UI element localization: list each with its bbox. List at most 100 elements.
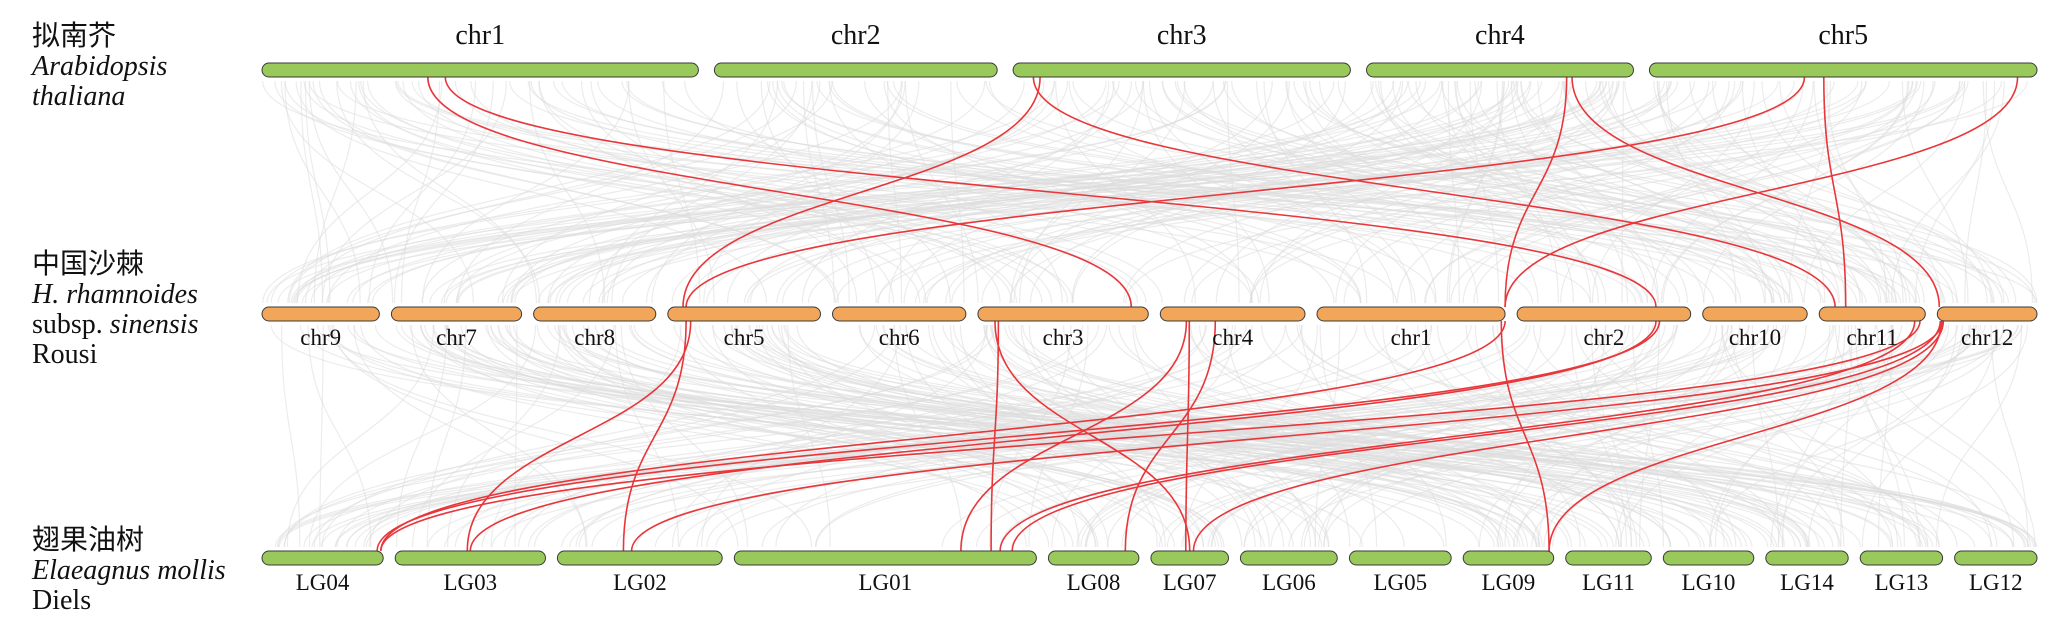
highlight-link (1571, 76, 1941, 308)
background-link (426, 324, 467, 548)
species-label-line: 中国沙棘 (32, 250, 198, 280)
chromosome-middle-chr3 (977, 306, 1149, 322)
background-link (313, 80, 357, 304)
background-link (1914, 80, 1996, 304)
background-link (529, 80, 606, 304)
background-link (597, 80, 1642, 304)
background-link (679, 324, 1066, 548)
background-link (1531, 324, 2005, 548)
highlight-link (466, 320, 692, 552)
background-link (1174, 80, 1946, 304)
highlight-link (380, 320, 1921, 552)
species-label-line: H. rhamnoides (32, 280, 198, 310)
background-link (748, 324, 2029, 548)
species-label-text: 翅果油树 (32, 525, 145, 556)
background-link (432, 324, 1775, 548)
background-link (360, 324, 1074, 548)
background-link (1770, 324, 1894, 548)
background-link (457, 80, 725, 304)
background-link (511, 80, 2028, 304)
background-link (1779, 80, 1992, 304)
background-link (1788, 80, 1831, 304)
highlight-link (1823, 76, 1847, 308)
background-link (601, 80, 1966, 304)
background-link (886, 80, 1858, 304)
background-link (1191, 80, 1914, 304)
background-link (470, 80, 1163, 304)
highlight-link (682, 76, 1041, 308)
chromosome-label-middle: chr6 (879, 325, 920, 350)
background-link (502, 80, 1665, 304)
background-link (422, 80, 630, 304)
background-link (1187, 324, 1841, 548)
background-link (283, 324, 996, 548)
background-link (514, 324, 518, 548)
background-link (284, 80, 361, 304)
chromosome-middle-chr9 (261, 306, 380, 322)
background-link (292, 80, 1672, 304)
highlight-link (1011, 320, 1942, 552)
background-link (454, 80, 1253, 304)
highlight-link (994, 320, 1191, 552)
background-link (1660, 80, 1909, 304)
chromosome-top-chr3 (1012, 62, 1351, 78)
chromosome-label-middle: chr11 (1847, 325, 1899, 350)
background-link (828, 80, 1063, 304)
chromosome-bottom-LG06 (1239, 550, 1338, 566)
background-link (1125, 80, 1913, 304)
background-link (1371, 324, 1940, 548)
background-link (783, 80, 1648, 304)
background-link (1448, 80, 1503, 304)
background-link (950, 80, 965, 304)
background-link (1621, 80, 1624, 304)
background-link (411, 324, 587, 548)
background-link (988, 80, 1681, 304)
highlight-link (960, 320, 1188, 552)
background-link (828, 80, 1774, 304)
background-link (262, 80, 1120, 304)
chromosome-top-chr1 (261, 62, 699, 78)
background-link (1055, 80, 1196, 304)
chromosome-bottom-LG10 (1662, 550, 1755, 566)
background-link (552, 80, 1959, 304)
chromosome-middle-chr8 (533, 306, 657, 322)
chromosome-label-bottom: LG13 (1875, 570, 1929, 595)
background-link (671, 324, 988, 548)
background-link (319, 324, 324, 548)
background-link (715, 324, 2023, 548)
background-link (736, 324, 1894, 548)
highlight-link (1124, 320, 1217, 552)
background-link (1375, 80, 1886, 304)
background-link (394, 80, 1397, 304)
background-link (360, 80, 1147, 304)
background-link (1982, 80, 2033, 304)
background-link (696, 324, 1206, 548)
background-link (1473, 80, 1934, 304)
chromosome-bottom-LG04 (261, 550, 384, 566)
background-link (333, 324, 739, 548)
chromosome-bottom-LG01 (733, 550, 1037, 566)
background-link (304, 80, 331, 304)
background-link (1285, 324, 1918, 548)
background-link (368, 80, 477, 304)
background-link (1436, 324, 1737, 548)
chromosome-label-bottom: LG04 (296, 570, 350, 595)
chromosome-bottom-LG14 (1765, 550, 1849, 566)
background-link (620, 324, 748, 548)
background-link (1712, 80, 1890, 304)
chromosome-label-top: chr2 (831, 20, 881, 51)
background-link (286, 324, 435, 548)
background-link (904, 80, 979, 304)
background-link (1392, 80, 1659, 304)
background-link (1166, 324, 1982, 548)
background-link (517, 324, 1107, 548)
species-label-text: thaliana (32, 81, 126, 112)
chromosome-label-bottom: LG06 (1262, 570, 1316, 595)
chromosome-label-bottom: LG08 (1067, 570, 1121, 595)
background-link (1226, 80, 1240, 304)
background-link (307, 324, 372, 548)
chromosome-bottom-LG07 (1150, 550, 1230, 566)
highlight-link (444, 76, 1657, 308)
